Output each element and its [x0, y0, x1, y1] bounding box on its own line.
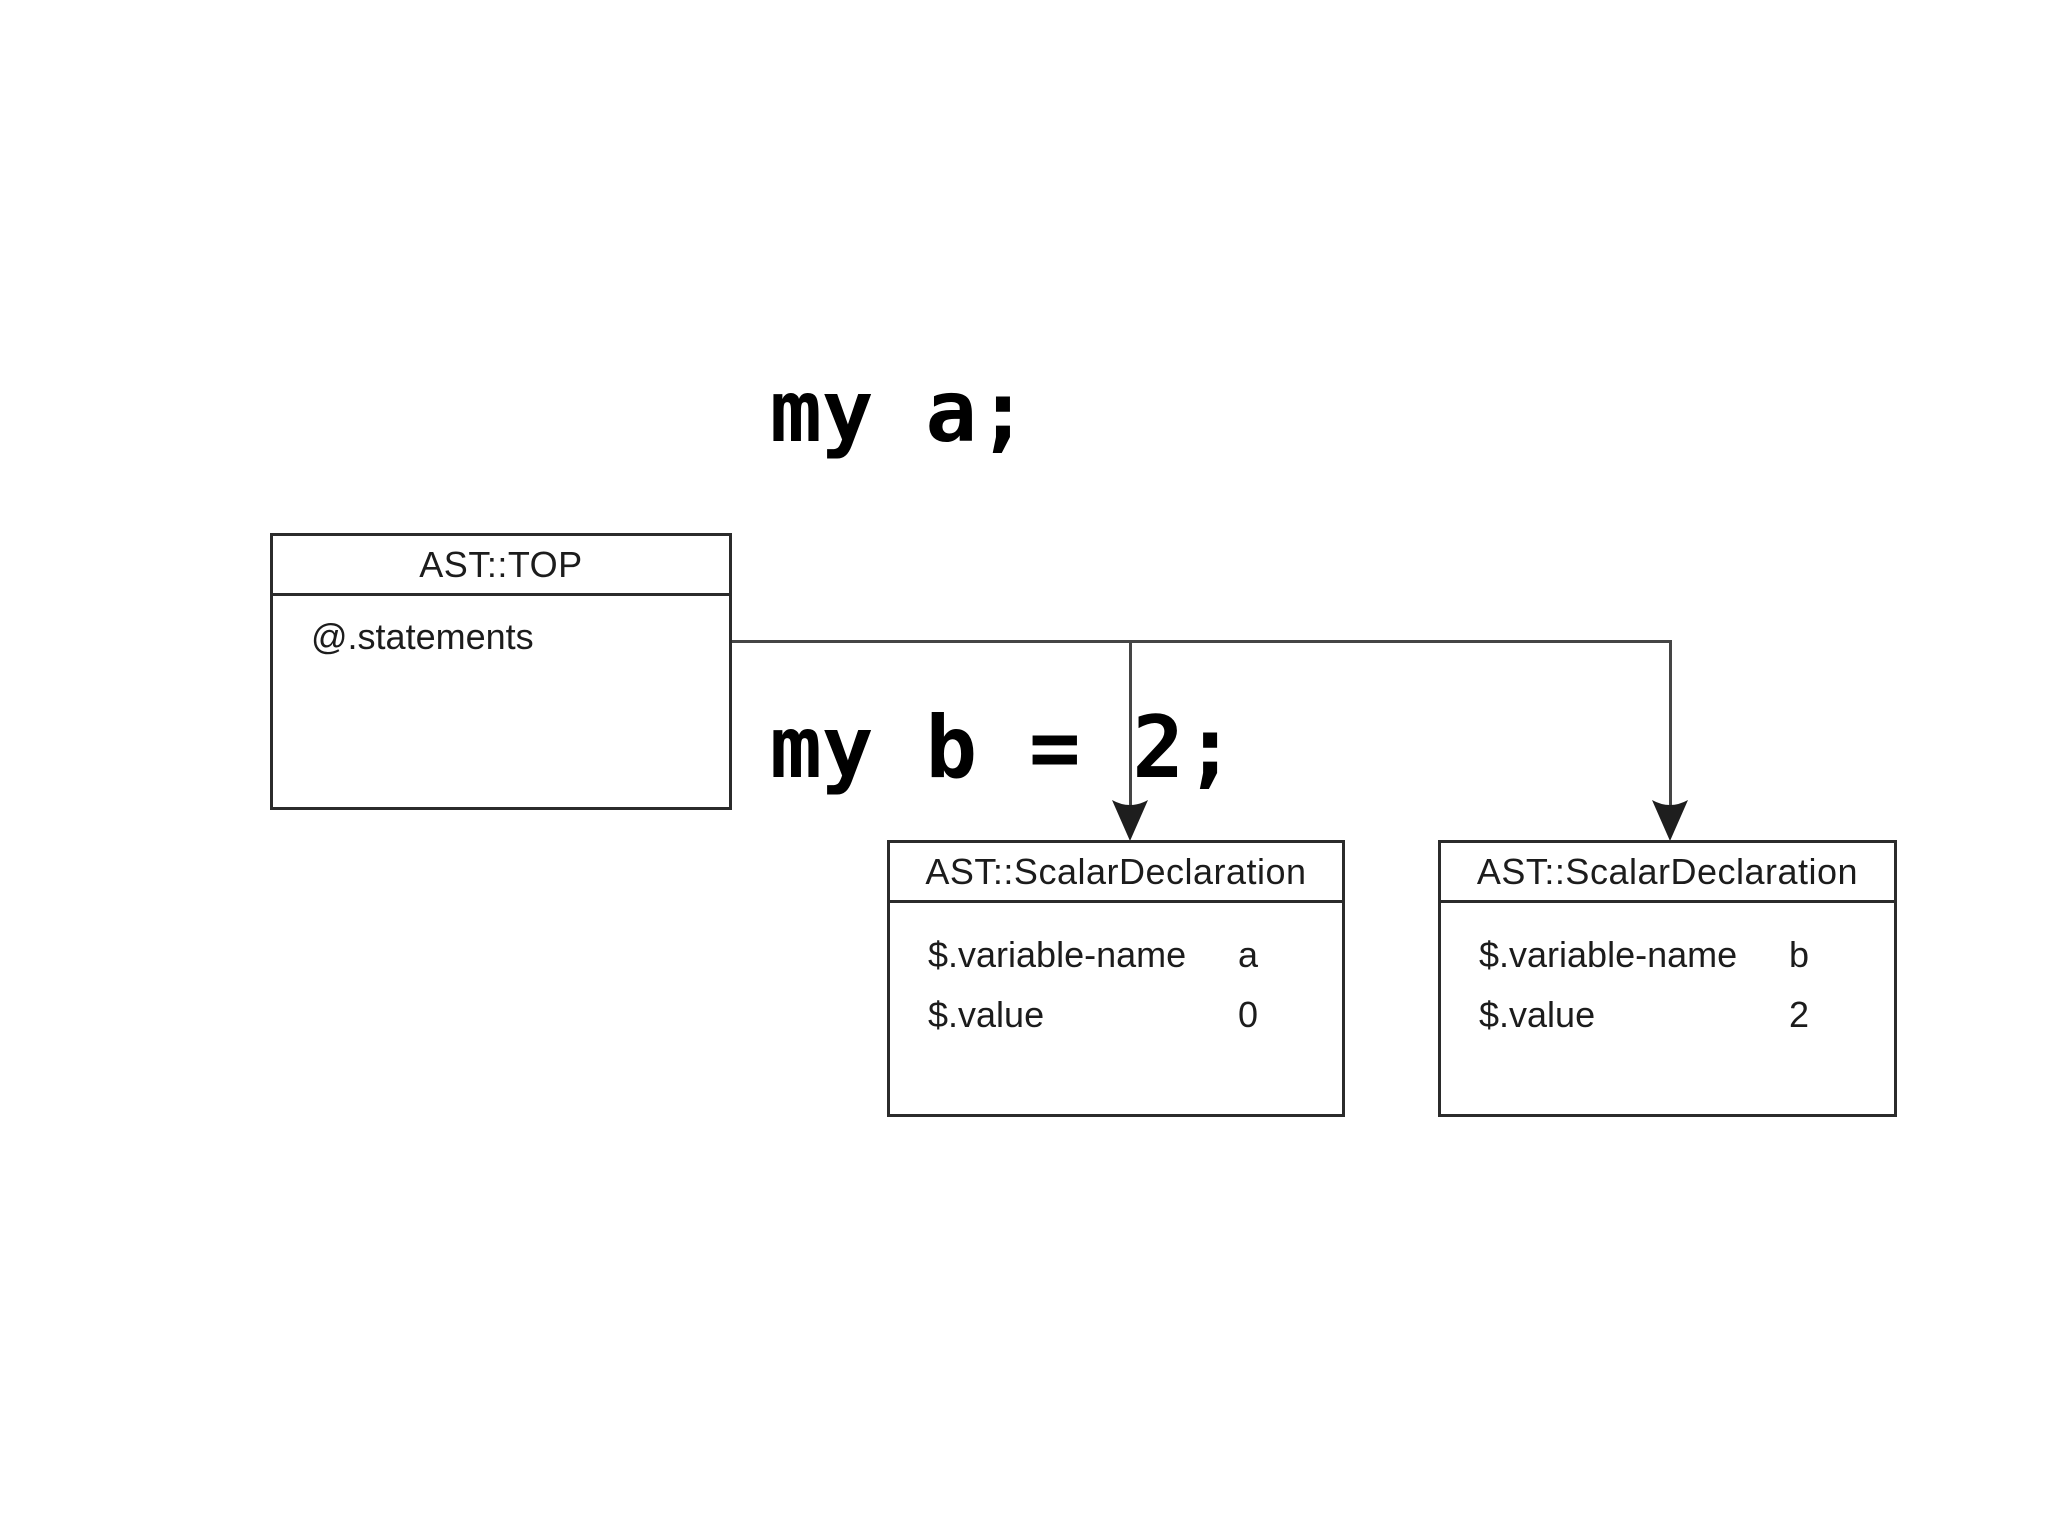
ast-top-node: AST::TOP @.statements: [270, 533, 732, 810]
field-variable-name-b-label: $.variable-name: [1479, 934, 1738, 975]
field-value-a-label: $.value: [928, 994, 1045, 1035]
field-statements: @.statements: [311, 611, 729, 663]
field-variable-name-a: $.variable-name a: [928, 925, 1342, 985]
ast-scalar-declaration-a-node: AST::ScalarDeclaration $.variable-name a…: [887, 840, 1345, 1117]
field-statements-name: @.statements: [311, 616, 534, 657]
code-line-2: my b = 2;: [770, 698, 1236, 798]
field-variable-name-b: $.variable-name b: [1479, 925, 1894, 985]
ast-scalar-a-title: AST::ScalarDeclaration: [890, 843, 1342, 903]
field-value-a-value: 0: [1238, 994, 1259, 1035]
ast-top-title: AST::TOP: [273, 536, 729, 596]
ast-scalar-a-body: $.variable-name a $.value 0: [890, 903, 1342, 1045]
code-snippet: my a; my b = 2;: [770, 132, 1236, 1028]
ast-scalar-b-title: AST::ScalarDeclaration: [1441, 843, 1894, 903]
field-variable-name-a-label: $.variable-name: [928, 934, 1187, 975]
field-variable-name-b-value: b: [1789, 934, 1810, 975]
ast-top-body: @.statements: [273, 596, 729, 663]
ast-scalar-b-body: $.variable-name b $.value 2: [1441, 903, 1894, 1045]
field-variable-name-a-value: a: [1238, 934, 1259, 975]
arrowhead-right: [1652, 800, 1688, 841]
field-value-b: $.value 2: [1479, 985, 1894, 1045]
field-value-b-label: $.value: [1479, 994, 1596, 1035]
field-value-b-value: 2: [1789, 994, 1810, 1035]
ast-scalar-declaration-b-node: AST::ScalarDeclaration $.variable-name b…: [1438, 840, 1897, 1117]
field-value-a: $.value 0: [928, 985, 1342, 1045]
code-line-1: my a;: [770, 362, 1029, 462]
